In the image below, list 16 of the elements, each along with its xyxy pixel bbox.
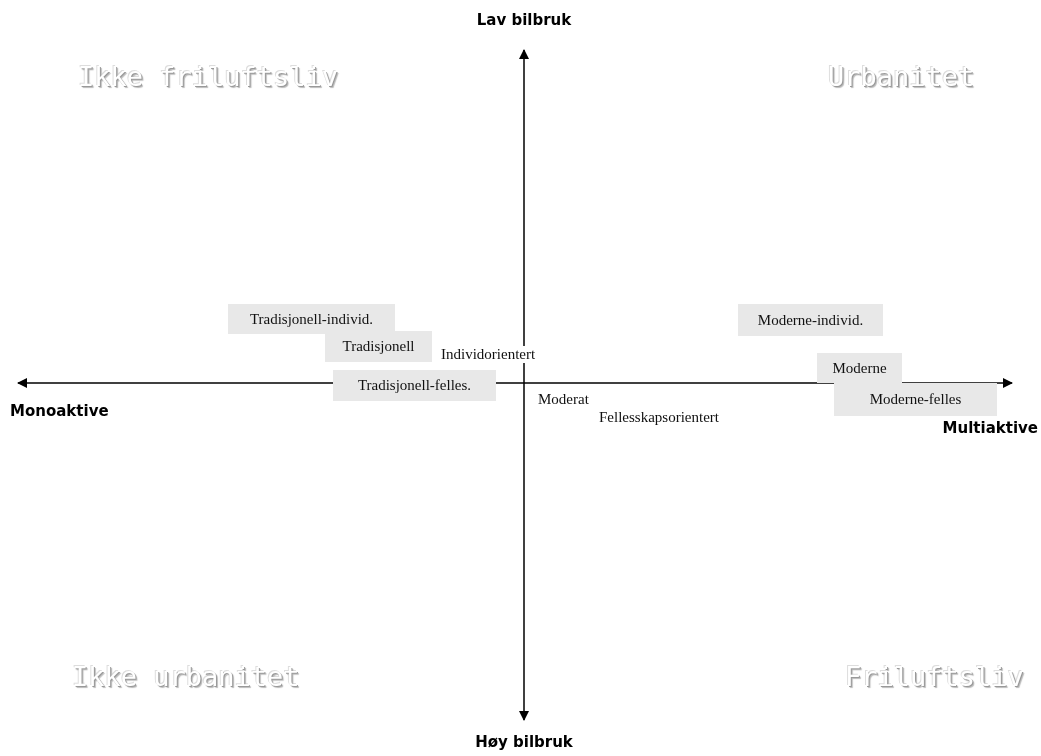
category-box: Moderne-felles <box>834 383 997 416</box>
axis-label: Multiaktive <box>942 420 1038 437</box>
category-box: Tradisjonell-felles. <box>333 370 496 401</box>
quadrant-label: Urbanitet <box>828 62 975 92</box>
category-box: Moderne-individ. <box>738 304 883 336</box>
quadrant-label: Ikke urbanitet <box>72 662 300 692</box>
quadrant-label: Ikke friluftsliv <box>78 62 339 92</box>
category-box: Moderne <box>817 353 902 383</box>
category-label: Fellesskapsorientert <box>599 409 719 426</box>
quadrant-label: Friluftsliv <box>845 662 1024 692</box>
category-label: Individorientert <box>441 346 536 363</box>
category-box: Tradisjonell-individ. <box>228 304 395 334</box>
axis-label: Monoaktive <box>10 403 109 420</box>
category-box: Tradisjonell <box>325 331 432 362</box>
axis-label: Høy bilbruk <box>475 734 573 751</box>
axis-label: Lav bilbruk <box>476 12 572 29</box>
